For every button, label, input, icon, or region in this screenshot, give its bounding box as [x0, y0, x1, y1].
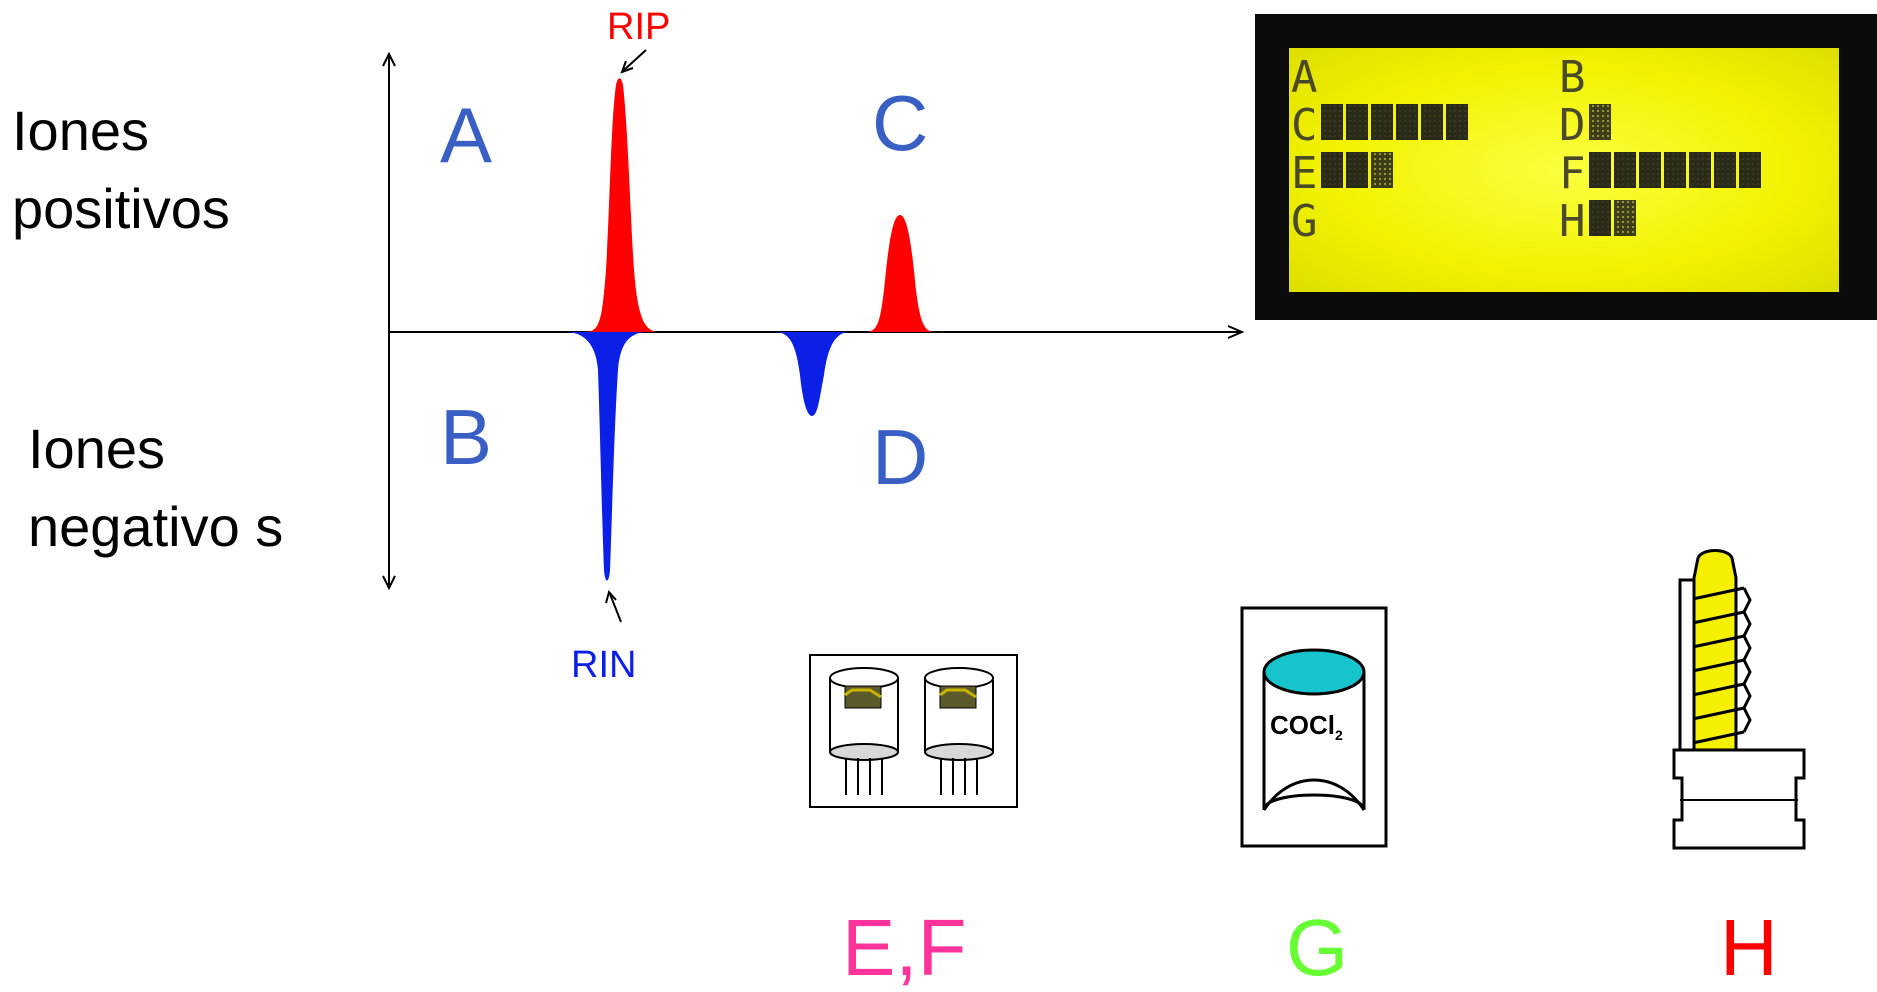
lcd-row-left-3: G: [1291, 200, 1321, 244]
lcd-bar-segment: [1689, 152, 1711, 188]
lcd-channel-letter: D: [1559, 100, 1587, 151]
lcd-row-right-1: D: [1559, 104, 1614, 148]
cocl2-label: COCl2: [1270, 712, 1343, 742]
lcd-display: A B C D E F G H: [1255, 14, 1877, 320]
lcd-bar-segment: [1346, 104, 1368, 140]
quadrant-b-label: B: [440, 393, 493, 481]
rin-peak: [565, 332, 648, 581]
cocl2-text: COCl: [1270, 710, 1335, 740]
lcd-bar-segment: [1714, 152, 1736, 188]
lcd-bar-segment: [1371, 152, 1393, 188]
g-sensor-label: G: [1286, 903, 1349, 992]
rip-label: RIP: [607, 6, 671, 48]
cocl2-subscript: 2: [1335, 727, 1343, 744]
lcd-channel-letter: G: [1291, 196, 1319, 247]
lcd-bar-segment: [1614, 200, 1636, 236]
lcd-bar-segment: [1589, 200, 1611, 236]
lcd-bar-segment: [1739, 152, 1761, 188]
ef-sensors-picture: [809, 654, 1018, 808]
lcd-bar-segment: [1664, 152, 1686, 188]
lcd-bar-segment: [1396, 104, 1418, 140]
lcd-bar-segment: [1589, 152, 1611, 188]
lcd-channel-letter: H: [1559, 196, 1587, 247]
lcd-row-left-2: E: [1291, 152, 1396, 196]
lcd-bar-segment: [1371, 104, 1393, 140]
rip-arrow: [620, 49, 647, 74]
cocl2-canister-icon: [1262, 648, 1366, 811]
positive-peak-secondary: [865, 215, 935, 332]
lcd-row-left-1: C: [1291, 104, 1471, 148]
sensor-e-icon: [829, 667, 899, 795]
lcd-screen: A B C D E F G H: [1289, 48, 1839, 292]
lcd-channel-letter: A: [1291, 52, 1319, 103]
lcd-bar-segment: [1589, 104, 1611, 140]
positive-ions-label: Iones positivos: [12, 99, 230, 240]
coil-windings: [1687, 586, 1752, 746]
negative-ions-label: Iones negativo s: [28, 417, 284, 558]
lcd-bar-segment: [1614, 152, 1636, 188]
sensor-f-icon: [924, 667, 994, 795]
quadrant-c-label: C: [872, 79, 929, 167]
lcd-bar-segment: [1446, 104, 1468, 140]
lcd-row-right-3: H: [1559, 200, 1639, 244]
quadrant-d-label: D: [872, 413, 929, 501]
lcd-channel-letter: E: [1291, 148, 1319, 199]
vertical-axis: [382, 51, 396, 591]
lcd-bar-segment: [1639, 152, 1661, 188]
rin-label: RIN: [571, 644, 637, 686]
h-sensor-picture: [1672, 549, 1806, 850]
lcd-channel-letter: B: [1559, 52, 1587, 103]
lcd-row-left-0: A: [1291, 56, 1321, 100]
lcd-row-right-0: B: [1559, 56, 1589, 100]
lcd-row-right-2: F: [1559, 152, 1764, 196]
h-sensor-label: H: [1720, 903, 1778, 992]
lcd-bar-segment: [1321, 152, 1343, 188]
rip-peak: [585, 78, 660, 332]
ef-sensor-label: E,F: [842, 903, 967, 992]
rin-arrow: [605, 589, 622, 623]
lcd-bar-segment: [1346, 152, 1368, 188]
g-sensor-picture: [1240, 606, 1388, 848]
lcd-bar-segment: [1421, 104, 1443, 140]
negative-peak-secondary: [775, 332, 850, 416]
lcd-bar-segment: [1321, 104, 1343, 140]
lcd-channel-letter: F: [1559, 148, 1587, 199]
lcd-channel-letter: C: [1291, 100, 1319, 151]
quadrant-a-label: A: [440, 91, 493, 179]
